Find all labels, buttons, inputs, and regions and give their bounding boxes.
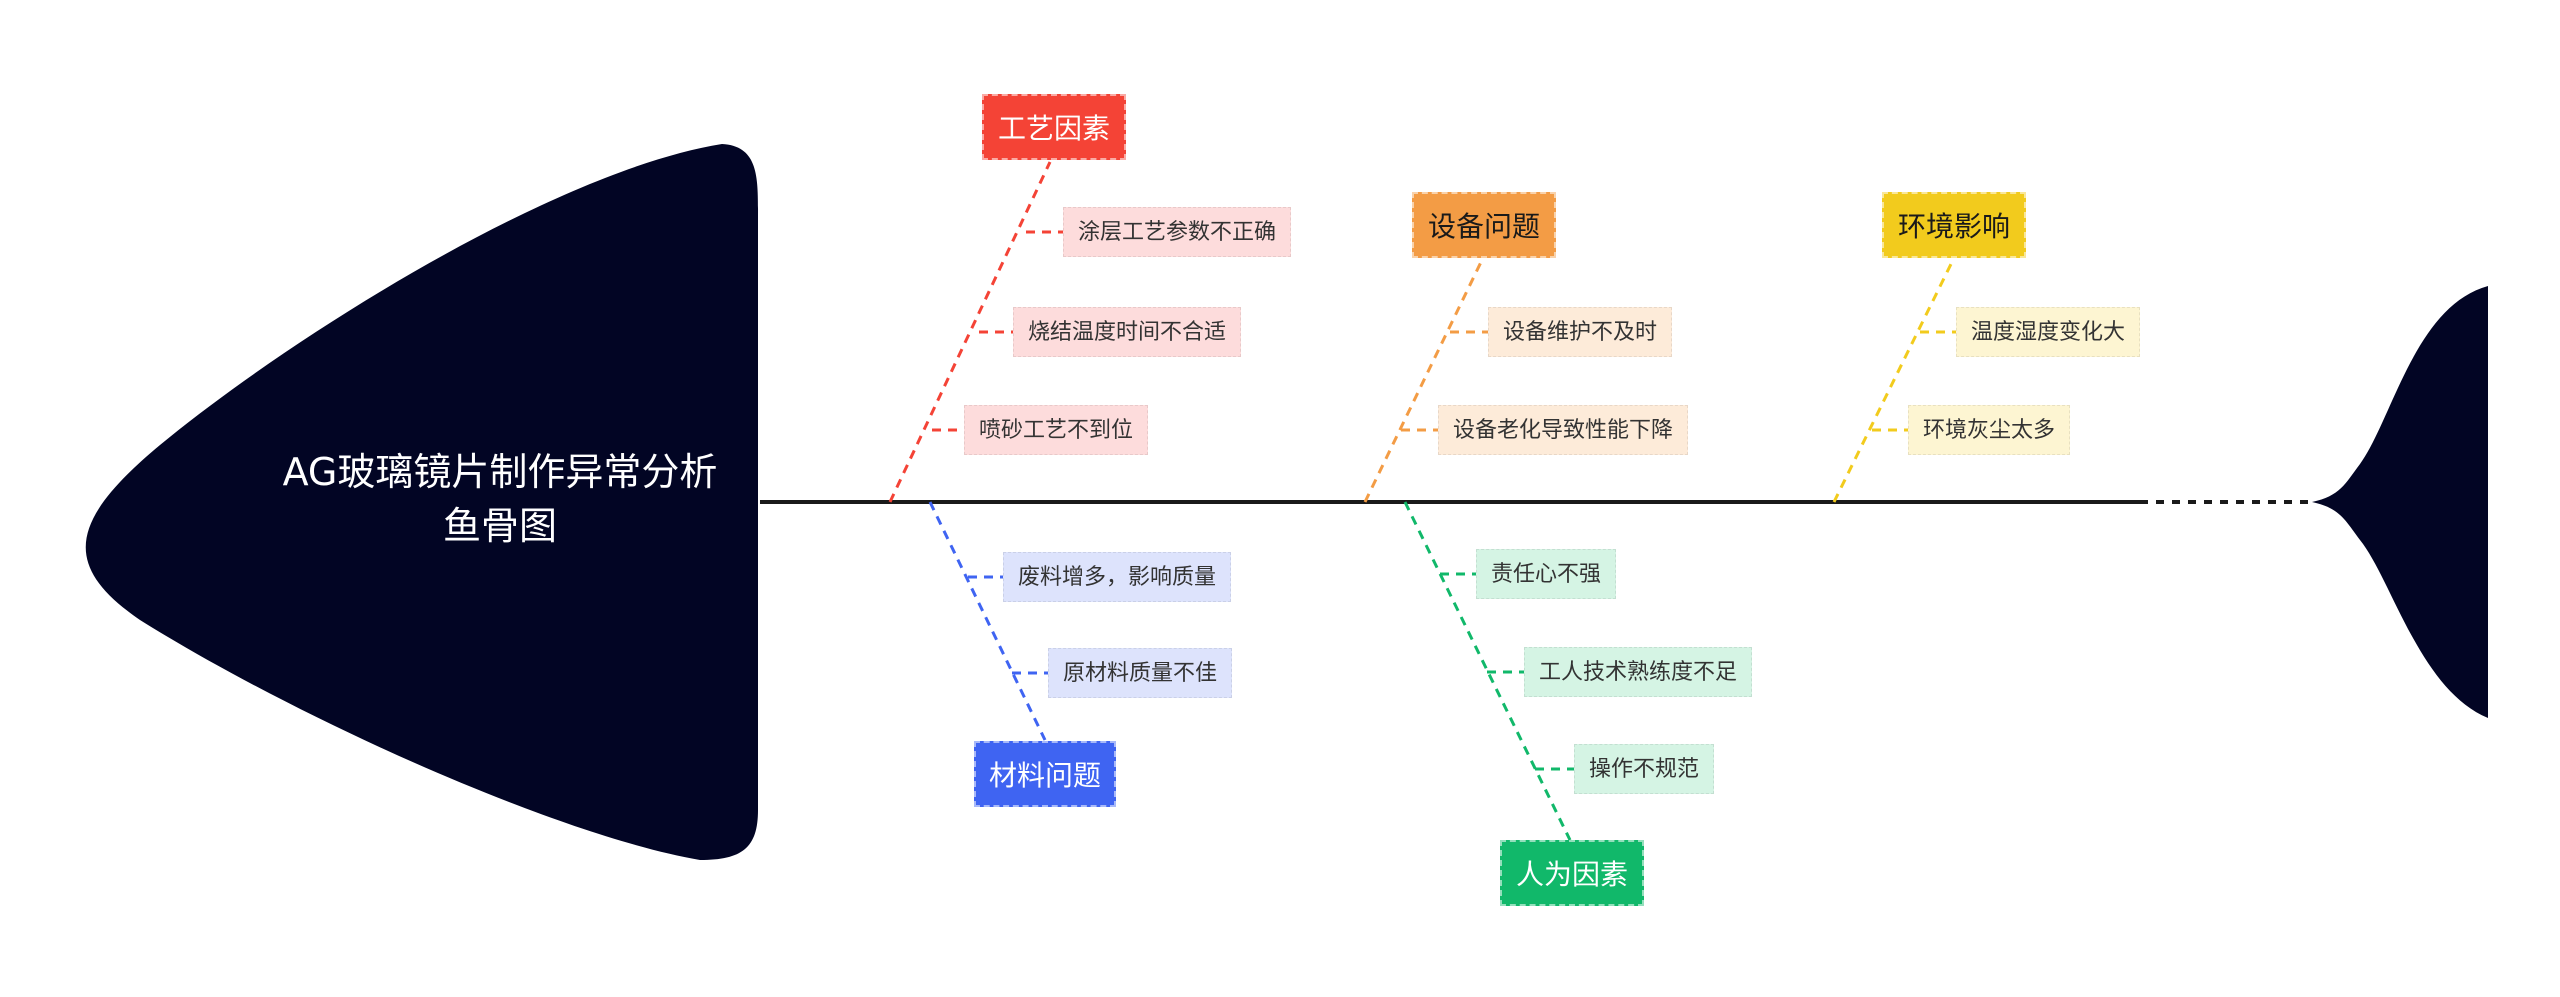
diagram-title-line-1: AG玻璃镜片制作异常分析	[282, 450, 718, 494]
diagram-title: AG玻璃镜片制作异常分析 鱼骨图	[200, 445, 800, 553]
people-item-2[interactable]: 工人技术熟练度不足	[1524, 647, 1753, 697]
material-item-2[interactable]: 原材料质量不佳	[1048, 648, 1233, 698]
process-item-2[interactable]: 烧结温度时间不合适	[1013, 307, 1242, 357]
category-people[interactable]: 人为因素	[1500, 840, 1644, 906]
environment-bone	[1832, 259, 1955, 503]
material-bone	[928, 501, 1047, 741]
process-item-3[interactable]: 喷砂工艺不到位	[964, 405, 1149, 455]
people-item-1[interactable]: 责任心不强	[1476, 549, 1617, 599]
category-equipment[interactable]: 设备问题	[1412, 192, 1556, 258]
fish-tail	[2312, 286, 2488, 718]
equipment-item-2[interactable]: 设备老化导致性能下降	[1438, 405, 1689, 455]
equipment-item-1[interactable]: 设备维护不及时	[1488, 307, 1673, 357]
process-item-1[interactable]: 涂层工艺参数不正确	[1063, 207, 1292, 257]
equipment-bone	[1363, 259, 1484, 503]
category-environment[interactable]: 环境影响	[1882, 192, 2026, 258]
diagram-title-line-2: 鱼骨图	[442, 504, 557, 548]
category-process[interactable]: 工艺因素	[982, 94, 1126, 160]
environment-item-2[interactable]: 环境灰尘太多	[1908, 405, 2071, 455]
material-item-1[interactable]: 废料增多，影响质量	[1003, 552, 1232, 602]
environment-item-1[interactable]: 温度湿度变化大	[1956, 307, 2141, 357]
category-material[interactable]: 材料问题	[974, 741, 1116, 807]
people-item-3[interactable]: 操作不规范	[1574, 744, 1715, 794]
fish-head	[85, 144, 759, 860]
